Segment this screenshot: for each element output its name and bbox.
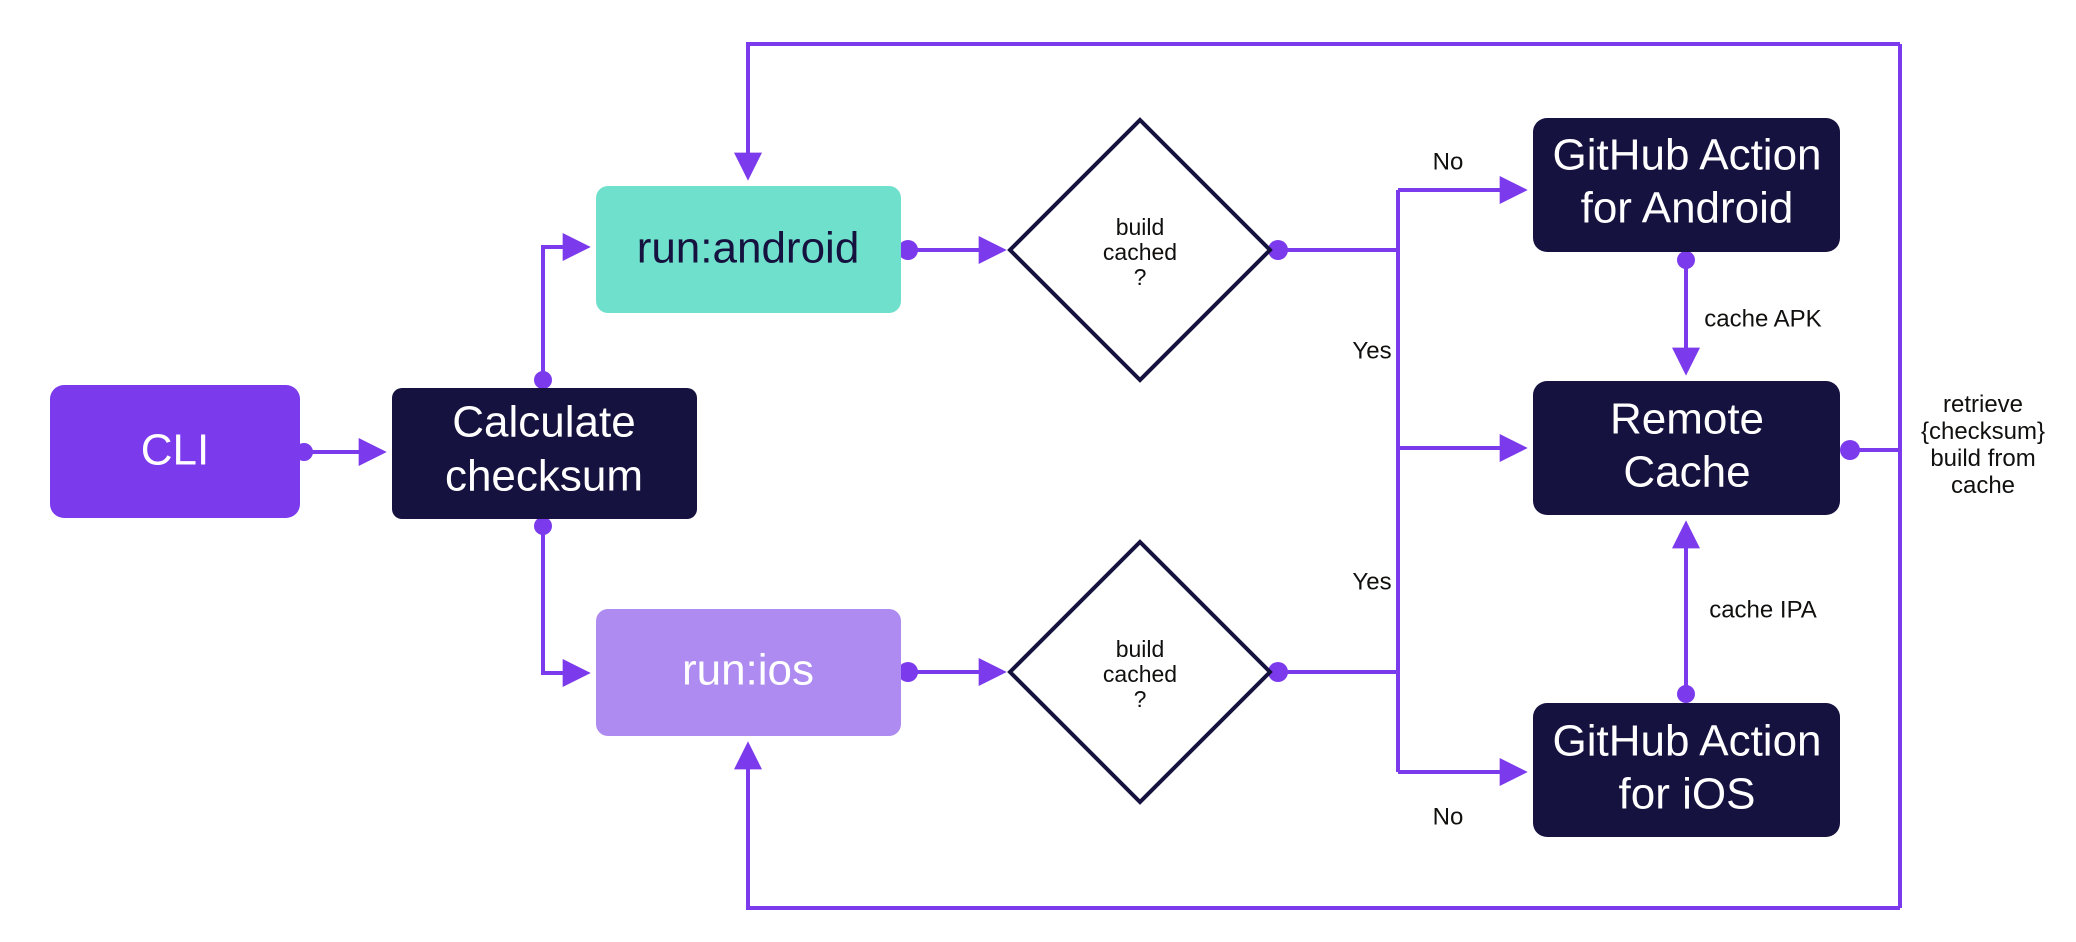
edge-checksum-to-run-android xyxy=(541,233,591,380)
node-github-action-ios-line1: GitHub Action xyxy=(1552,717,1821,766)
node-build-cached-ios[interactable]: build cached ? xyxy=(1007,539,1273,805)
edge-dot-remote-cache-right xyxy=(1840,440,1860,460)
edge-label-yes-ios: Yes xyxy=(1352,568,1391,595)
node-cli[interactable]: CLI xyxy=(50,385,300,518)
node-build-cached-android-line3: ? xyxy=(1134,264,1147,290)
edge-return-bottom-to-run-ios xyxy=(734,741,1900,910)
node-run-android-label: run:android xyxy=(637,224,860,273)
edge-dot-decision-android-out xyxy=(1268,240,1288,260)
node-github-action-ios-line2: for iOS xyxy=(1619,770,1756,819)
node-remote-cache-line1: Remote xyxy=(1610,395,1764,444)
node-calculate-checksum-label-line2: checksum xyxy=(445,452,643,501)
edge-dot-run-ios-out xyxy=(898,662,918,682)
node-run-ios[interactable]: run:ios xyxy=(596,609,901,736)
node-calculate-checksum[interactable]: Calculate checksum xyxy=(392,388,697,519)
side-note-line-4: cache xyxy=(1951,472,2015,499)
node-github-action-android[interactable]: GitHub Action for Android xyxy=(1533,118,1840,252)
node-build-cached-android[interactable]: build cached ? xyxy=(1007,117,1273,383)
node-calculate-checksum-label-line1: Calculate xyxy=(452,398,635,447)
node-build-cached-android-line2: cached xyxy=(1103,239,1177,265)
edge-dot-gha-android-bottom xyxy=(1677,251,1695,269)
connector-layer xyxy=(295,42,1902,910)
edge-dot-run-android-out xyxy=(898,240,918,260)
side-note-line-2: {checksum} xyxy=(1921,418,2045,445)
node-remote-cache-line2: Cache xyxy=(1623,448,1750,497)
node-cli-label: CLI xyxy=(141,426,209,475)
side-note-line-3: build from xyxy=(1930,445,2035,472)
node-build-cached-ios-line3: ? xyxy=(1134,686,1147,712)
node-build-cached-ios-line1: build xyxy=(1116,636,1165,662)
edge-label-yes-android: Yes xyxy=(1352,337,1391,364)
edge-dot-decision-ios-out xyxy=(1268,662,1288,682)
edge-return-top-to-run-android xyxy=(734,42,1900,181)
node-build-cached-ios-line2: cached xyxy=(1103,661,1177,687)
edge-dot-checksum-top xyxy=(534,371,552,389)
node-remote-cache[interactable]: Remote Cache xyxy=(1533,381,1840,515)
node-run-android[interactable]: run:android xyxy=(596,186,901,313)
node-github-action-android-line1: GitHub Action xyxy=(1552,131,1821,180)
edge-label-cache-ipa: cache IPA xyxy=(1709,596,1817,623)
edge-checksum-to-run-ios xyxy=(541,526,591,687)
side-note-retrieve-build-from-cache: retrieve {checksum} build from cache xyxy=(1921,391,2045,499)
edge-label-no-ios: No xyxy=(1433,803,1464,830)
edge-dot-checksum-bottom xyxy=(534,517,552,535)
node-github-action-android-line2: for Android xyxy=(1581,184,1794,233)
edge-label-cache-apk: cache APK xyxy=(1704,305,1821,332)
edge-dot-gha-ios-top xyxy=(1677,685,1695,703)
edge-label-no-android: No xyxy=(1433,148,1464,175)
node-github-action-ios[interactable]: GitHub Action for iOS xyxy=(1533,703,1840,837)
side-note-line-1: retrieve xyxy=(1943,391,2023,418)
node-run-ios-label: run:ios xyxy=(682,646,814,695)
node-build-cached-android-line1: build xyxy=(1116,214,1165,240)
